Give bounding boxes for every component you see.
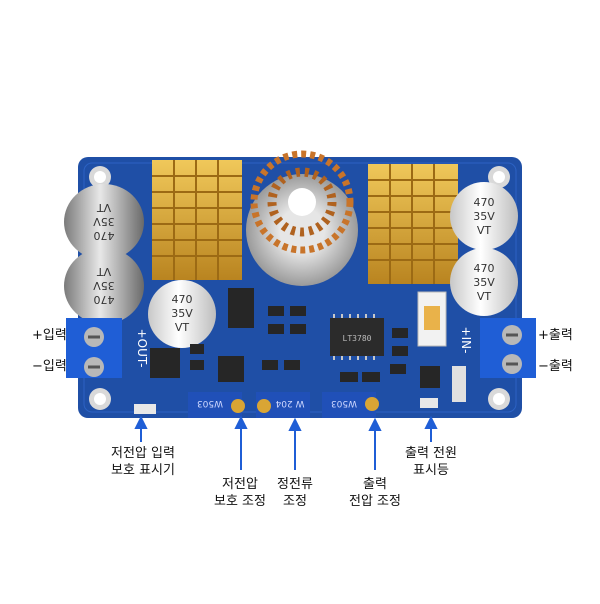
svg-text:35V: 35V: [473, 210, 495, 223]
label-output-voltage-line2: 전압 조정: [349, 494, 401, 509]
capacitor-center: 470 35V VT: [148, 280, 216, 348]
smd-components: [150, 288, 440, 388]
svg-text:35V: 35V: [171, 307, 193, 320]
svg-text:LT3780: LT3780: [343, 334, 372, 343]
svg-text:VT: VT: [97, 201, 112, 214]
undervoltage-led: [134, 404, 156, 414]
capacitor-right-top: 470 35V VT: [450, 182, 518, 250]
toroid-inductor: [246, 150, 358, 286]
terminal-in-silkscreen: +IN-: [459, 327, 473, 354]
output-terminal-block: [480, 318, 536, 378]
power-led: [420, 398, 438, 408]
capacitor-right-bottom: 470 35V VT: [450, 248, 518, 316]
header-pins: [452, 366, 466, 402]
label-undervoltage-indicator-line1: 저전압 입력: [111, 446, 175, 461]
svg-text:470: 470: [94, 229, 115, 242]
label-undervoltage-adjust-line1: 저전압: [222, 477, 258, 492]
svg-text:W 204: W 204: [275, 398, 304, 408]
slide-switch: [417, 291, 447, 347]
svg-text:470: 470: [474, 262, 495, 275]
label-output-power-led-line2: 표시등: [413, 463, 449, 478]
label-output-power-led: 출력 전원 표시등: [391, 445, 471, 479]
svg-text:VT: VT: [97, 265, 112, 278]
label-input-minus: −입력: [32, 359, 67, 374]
callout-arrows: [134, 415, 438, 470]
svg-text:35V: 35V: [93, 279, 115, 292]
label-output-voltage: 출력 전압 조정: [335, 476, 415, 510]
label-undervoltage-indicator: 저전압 입력 보호 표시기: [98, 445, 188, 479]
label-constant-current-line1: 정전류: [277, 477, 313, 492]
label-undervoltage-adjust-line2: 보호 조정: [214, 494, 266, 509]
label-input-plus: +입력: [32, 328, 67, 343]
heatsink-left: [152, 160, 242, 280]
svg-text:VT: VT: [477, 290, 492, 303]
potentiometer-left: W503: [188, 392, 245, 418]
svg-text:VT: VT: [477, 224, 492, 237]
label-output-power-led-line1: 출력 전원: [405, 446, 457, 461]
svg-text:470: 470: [474, 196, 495, 209]
svg-text:W503: W503: [331, 398, 357, 408]
label-output-voltage-line1: 출력: [363, 477, 387, 492]
label-undervoltage-adjust: 저전압 보호 조정: [200, 476, 280, 510]
svg-text:470: 470: [172, 293, 193, 306]
capacitor-left-bottom: 470 35V VT: [64, 248, 144, 324]
terminal-out-silkscreen: +OUT-: [135, 329, 149, 368]
potentiometer-middle: W 204: [256, 392, 310, 418]
input-terminal-block: [66, 318, 122, 378]
svg-text:VT: VT: [175, 321, 190, 334]
capacitor-left-top: 470 35V VT: [64, 184, 144, 260]
label-output-minus: −출력: [538, 359, 573, 374]
potentiometer-right: W503: [322, 392, 379, 418]
mounting-holes: [89, 166, 510, 410]
heatsink-right: [368, 164, 458, 284]
svg-text:35V: 35V: [93, 215, 115, 228]
label-undervoltage-indicator-line2: 보호 표시기: [111, 463, 175, 478]
controller-chip: LT3780: [330, 314, 384, 360]
svg-text:470: 470: [94, 293, 115, 306]
label-constant-current-line2: 조정: [283, 494, 307, 509]
svg-text:W503: W503: [197, 398, 223, 408]
label-constant-current: 정전류 조정: [265, 476, 325, 510]
svg-text:35V: 35V: [473, 276, 495, 289]
label-output-plus: +출력: [538, 328, 573, 343]
